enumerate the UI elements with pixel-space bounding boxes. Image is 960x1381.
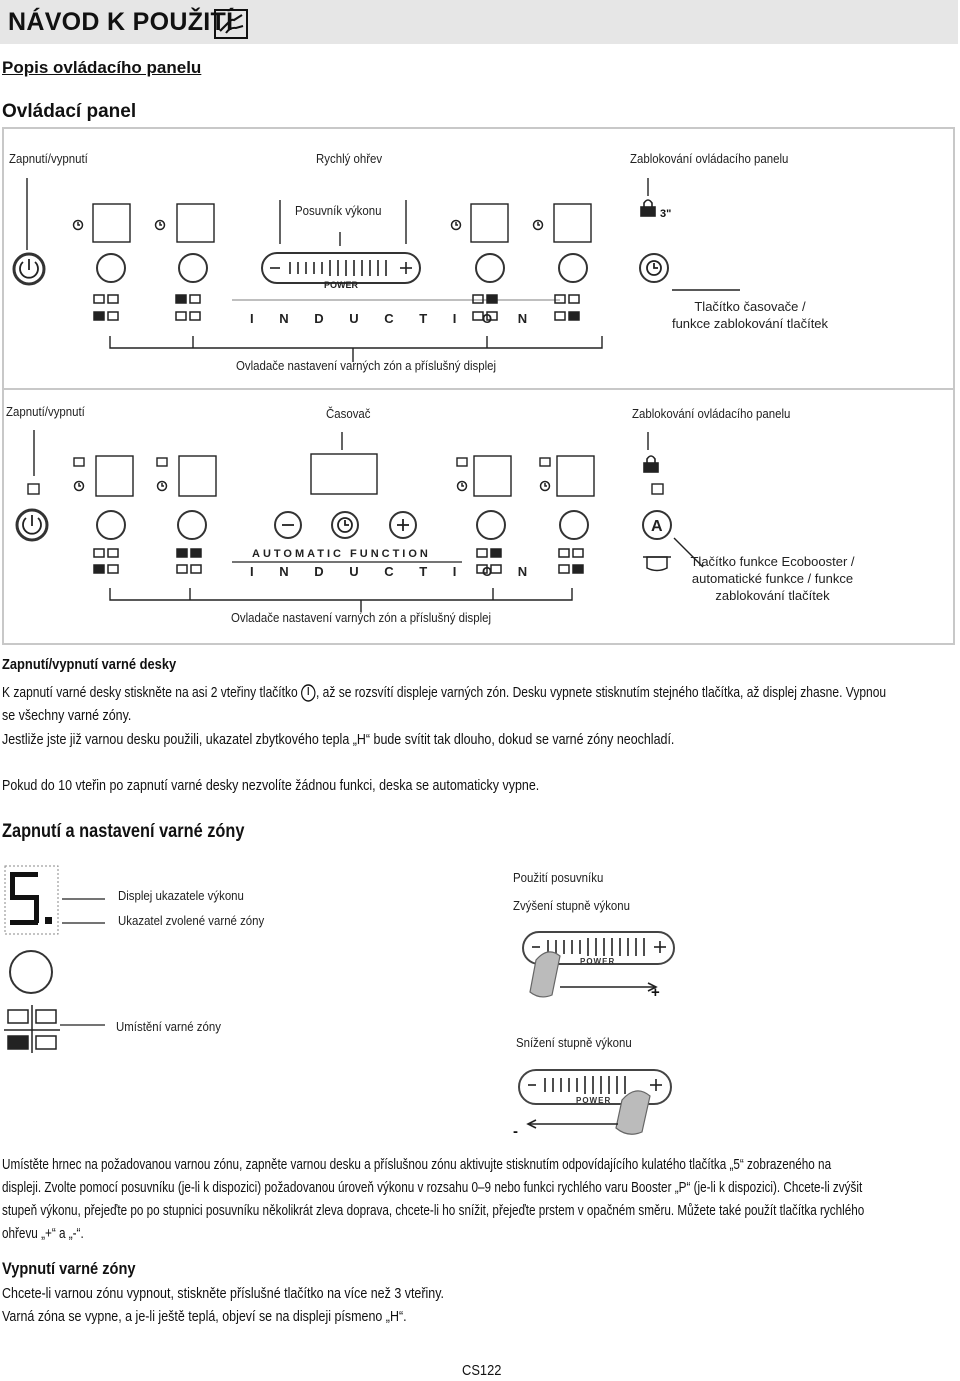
p2-zones-label: Ovladače nastavení varných zón a přísluš… (231, 610, 492, 625)
p2-lock-label: Zablokování ovládacího panelu (632, 406, 791, 421)
zone-paragraph: Umístěte hrnec na požadovanou varnou zón… (2, 1157, 865, 1242)
section-title-panel: Ovládací panel (2, 101, 137, 122)
zone-title: Zapnutí a nastavení varné zóny (2, 821, 245, 842)
off-title: Vypnutí varné zóny (2, 1259, 136, 1278)
onoff-title: Zapnutí/vypnutí varné desky (2, 656, 177, 673)
zone-indicator-label: Ukazatel zvolené varné zóny (118, 913, 265, 928)
p1-onoff-label: Zapnutí/vypnutí (9, 151, 88, 166)
p1-quick-heat-label: Rychlý ohřev (316, 151, 383, 166)
power-text-down: POWER (576, 1096, 611, 1105)
p2-timer-label: Časovač (326, 406, 371, 421)
panel1-drawing: 3" POWER I N D U C T I O N (12, 178, 740, 362)
control-panel-figure (2, 127, 955, 645)
seven-segment-5 (10, 872, 52, 925)
panel-divider (2, 388, 955, 390)
onoff-paragraph-2: Jestliže jste již varnou desku použili, … (2, 732, 675, 748)
page-number: CS122 (462, 1362, 502, 1379)
finger-icon (529, 951, 561, 998)
p1-slider-label: Posuvník výkonu (295, 203, 382, 218)
lock-icon (640, 199, 656, 217)
p2-auto-text: AUTOMATIC FUNCTION (252, 548, 431, 560)
zone-position-icon-large (4, 1005, 60, 1053)
pot-icon (643, 556, 671, 572)
p2-induction-text: I N D U C T I O N (250, 564, 538, 579)
decrease-label: Snížení stupně výkonu (516, 1035, 632, 1050)
increase-label: Zvýšení stupně výkonu (513, 898, 631, 913)
p1-zones-label: Ovladače nastavení varných zón a přísluš… (236, 358, 497, 373)
power-button-icon (301, 684, 316, 702)
p1-timer-button-label: Tlačítko časovače /funkce zablokování tl… (671, 299, 829, 331)
p1-induction-text: I N D U C T I O N (250, 311, 538, 326)
off-paragraph-1: Chcete-li varnou zónu vypnout, stiskněte… (2, 1286, 444, 1302)
p2-onoff-label: Zapnutí/vypnutí (6, 404, 85, 419)
timer-dot-icons (72, 219, 544, 231)
panel2-drawing: A AUTOMATIC FUNCTION I N D U C T I O N (15, 430, 704, 612)
finger-icon-2 (615, 1090, 651, 1135)
zone-figure: 5 POWER + POWER (4, 865, 675, 1140)
p2-ecobooster-label: Tlačítko funkce Ecobooster /automatické … (690, 554, 855, 603)
subheader: Popis ovládacího panelu (2, 58, 202, 77)
onoff-paragraph-3: Pokud do 10 vteřin po zapnutí varné desk… (2, 778, 540, 794)
page-header: NÁVOD K POUŽITÍ (0, 0, 958, 44)
power-text-up: POWER (580, 957, 615, 966)
zone-position-icons (93, 294, 580, 321)
minus-sign: - (513, 1123, 518, 1140)
onoff-paragraph-1-end: se všechny varné zóny. (2, 708, 132, 724)
p1-lock-label: Zablokování ovládacího panelu (630, 151, 789, 166)
slider-use-label: Použití posuvníku (513, 870, 604, 885)
page-title: NÁVOD K POUŽITÍ (8, 8, 234, 36)
off-paragraph-2: Varná zóna se vypne, a je-li ještě teplá… (2, 1309, 407, 1325)
p1-power-text: POWER (324, 280, 359, 290)
lock-time-text: 3" (660, 208, 671, 220)
plus-sign: + (651, 984, 660, 1001)
display-indicator-label: Displej ukazatele výkonu (118, 888, 244, 903)
onoff-paragraph-1: K zapnutí varné desky stiskněte na asi 2… (2, 684, 887, 702)
lock-icon-2 (643, 455, 659, 473)
zone-position-label: Umístění varné zóny (116, 1019, 221, 1034)
manual-hand-icon (214, 9, 248, 39)
a-letter: A (651, 518, 663, 535)
